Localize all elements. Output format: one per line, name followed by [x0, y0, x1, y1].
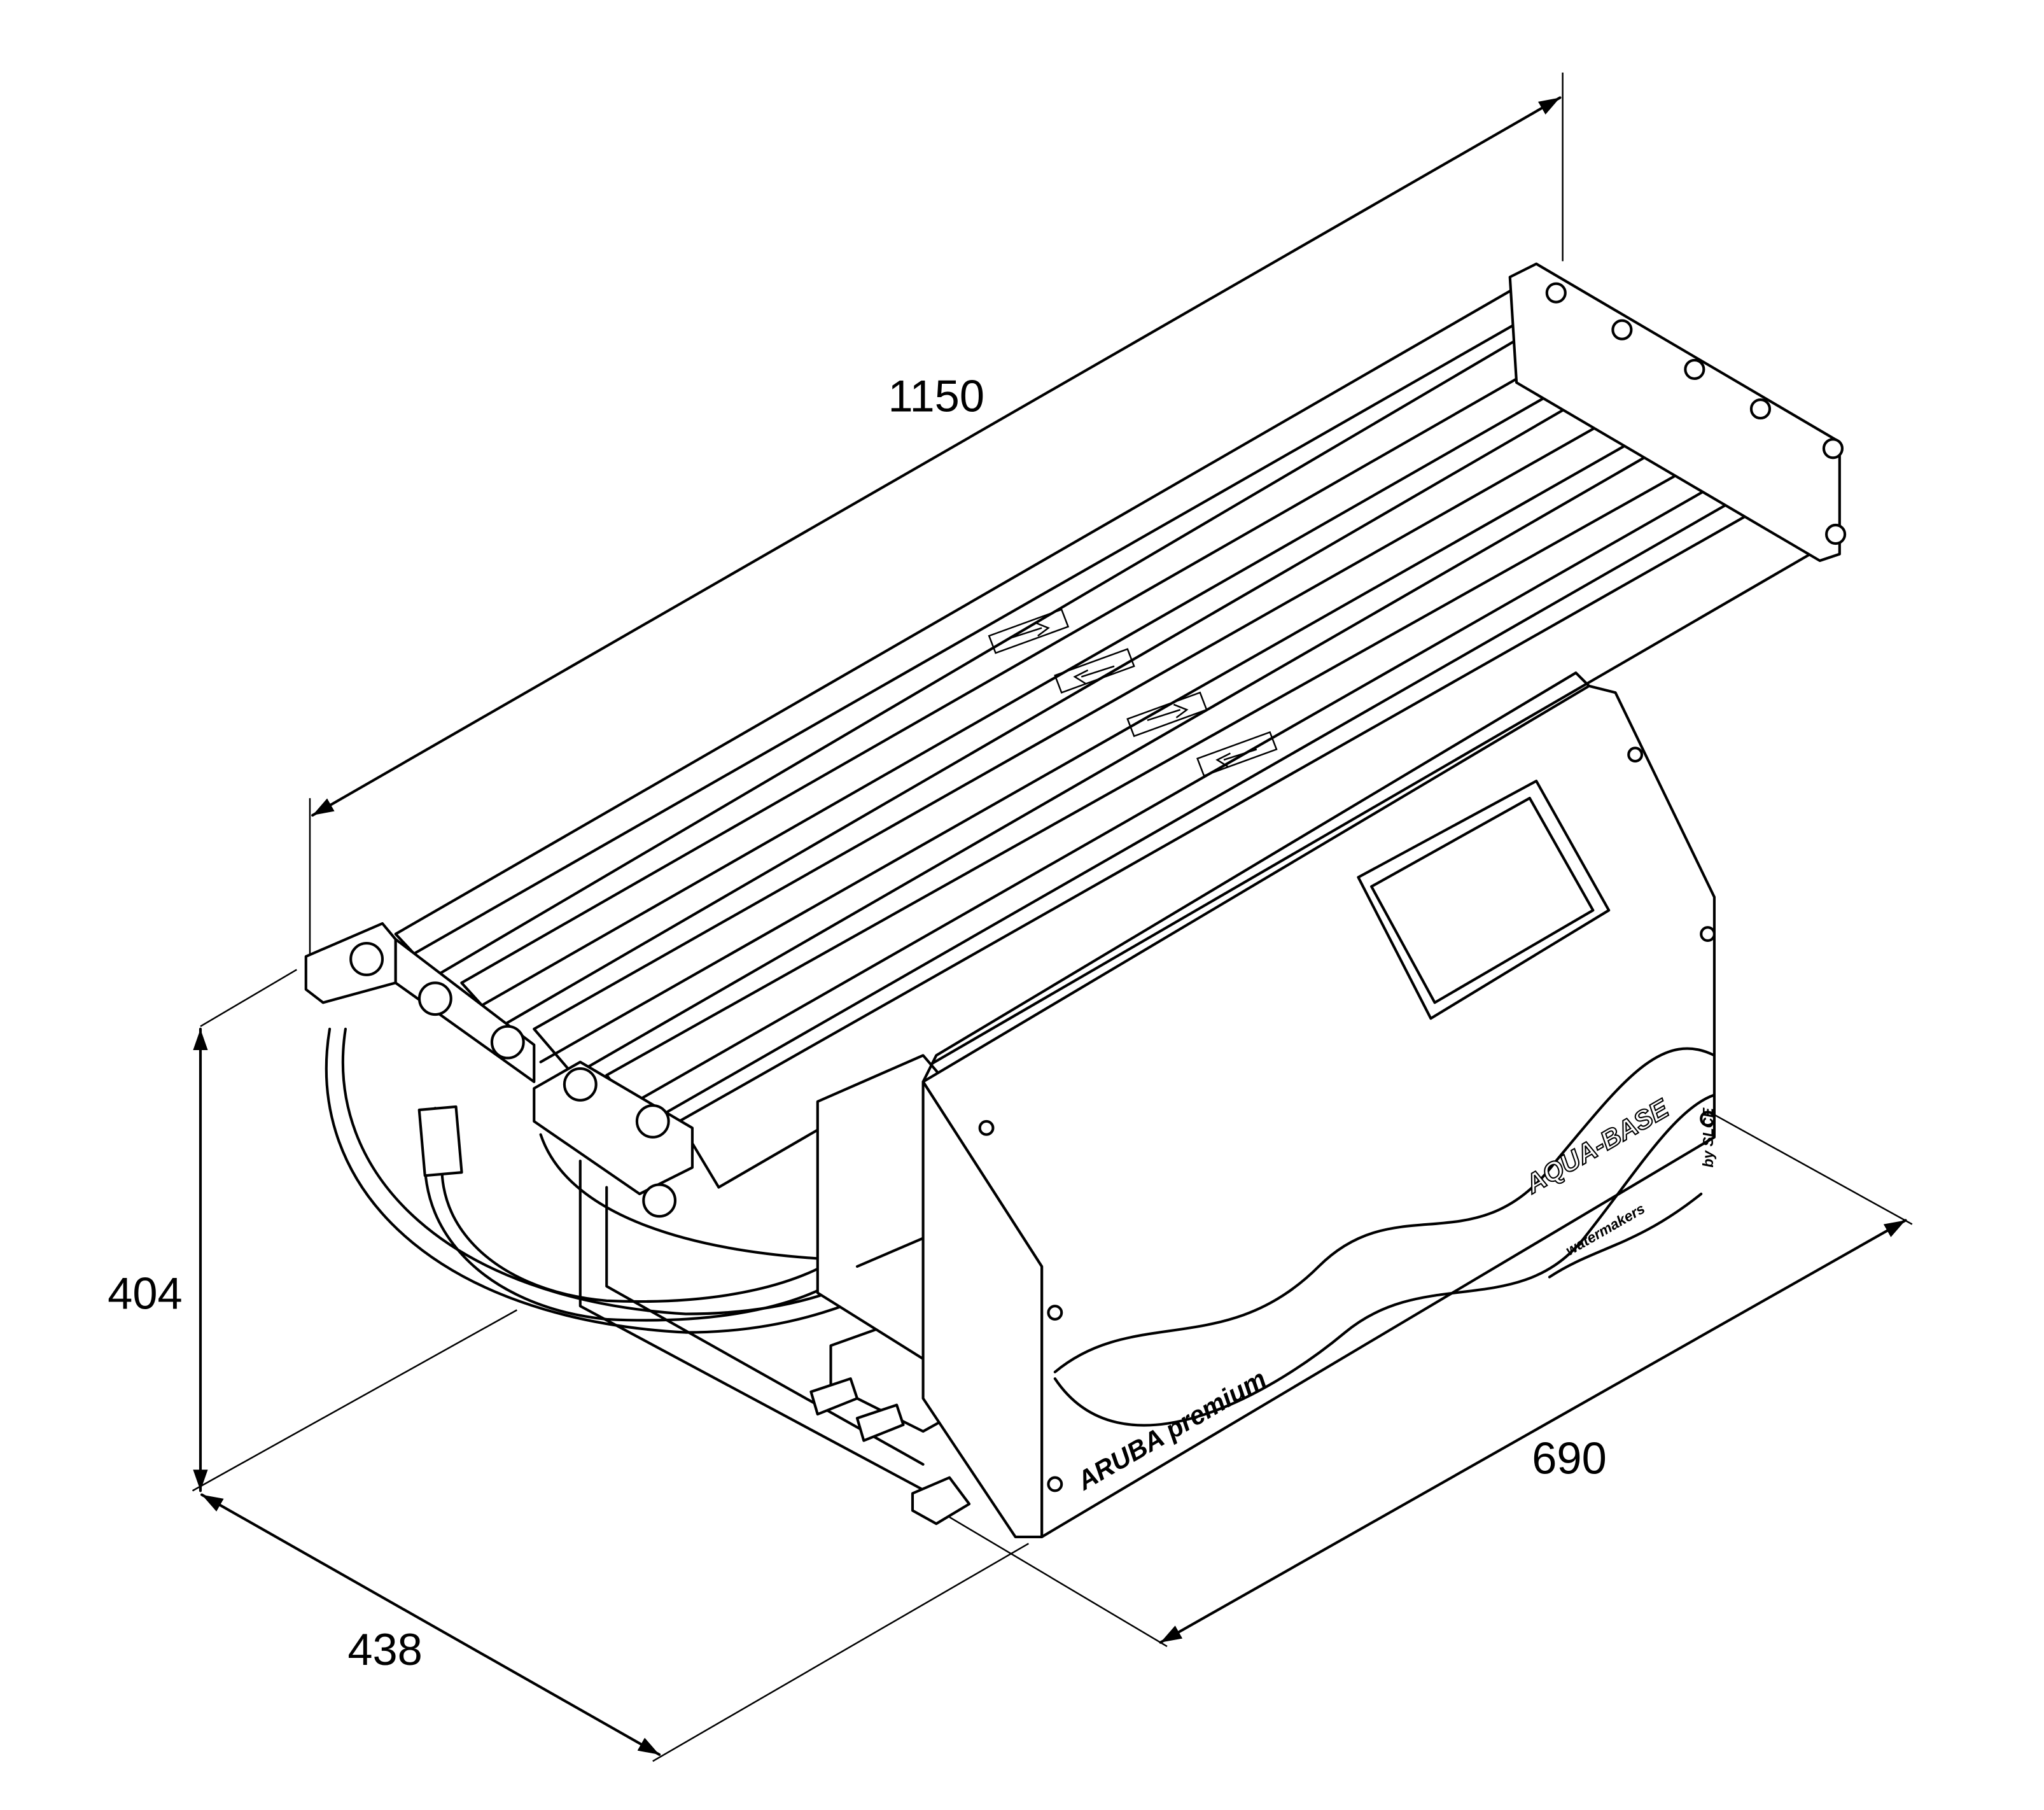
brand-by: by SLCE	[1700, 1107, 1716, 1167]
flow-arrow-icon	[1054, 648, 1135, 694]
flow-arrow-icon	[1126, 691, 1208, 738]
display-screen	[1357, 780, 1611, 1020]
end-plate-front	[304, 922, 694, 1218]
dimension-length-label: 1150	[888, 371, 984, 421]
flow-arrow-icon	[988, 608, 1070, 654]
dimension-height-label: 404	[108, 1268, 183, 1318]
brand-swoosh	[1548, 1192, 1703, 1279]
dimension-height: 404	[108, 969, 297, 1492]
dimension-width-label: 438	[347, 1624, 423, 1674]
flow-arrow-icon	[1196, 731, 1278, 777]
dimension-depth: 690	[949, 1114, 1913, 1648]
brand-by-text: by SLCE	[1700, 1107, 1716, 1167]
dimension-depth-label: 690	[1532, 1433, 1607, 1483]
dimension-width: 438	[192, 1309, 1029, 1762]
dimension-length: 1150	[309, 73, 1564, 970]
end-plate-rear	[1508, 262, 1847, 563]
